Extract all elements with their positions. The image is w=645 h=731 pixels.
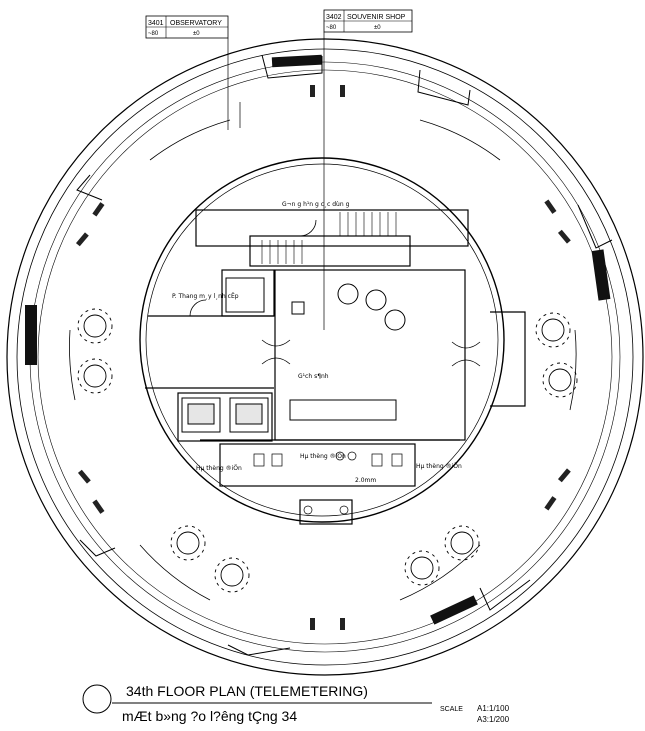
- scale-a3: A3:1/200: [477, 715, 510, 724]
- title-block: 34th FLOOR PLAN (TELEMETERING) mÆt b»ng …: [82, 683, 510, 724]
- tag-number: 3402: [326, 14, 342, 21]
- title-bubble: [82, 684, 112, 714]
- table-bottom-right-2: [404, 550, 440, 586]
- doors: [189, 219, 481, 367]
- outer-walls: [6, 38, 644, 676]
- table-bottom-left-2: [214, 557, 250, 593]
- tag-elev: ±0: [193, 31, 200, 37]
- table-left-1: [77, 308, 113, 344]
- room-tag-observatory: 3401 OBSERVATORY ~80 ±0: [145, 15, 229, 39]
- core-walls: [145, 209, 526, 525]
- perimeter-seats: [75, 85, 571, 630]
- table-bottom-right-1: [444, 525, 480, 561]
- elevators: [181, 277, 269, 433]
- plan-subtitle: mÆt b»ng ?o l?êng tÇng 34: [122, 708, 297, 724]
- core-circle: [139, 157, 505, 523]
- room-tag-souvenir-shop: 3402 SOUVENIR SHOP ~80 ±0: [323, 9, 413, 33]
- dining-tables: [77, 308, 578, 593]
- label-stair-corridor: G¬n g h¹n g c¸c dùn g: [282, 201, 350, 208]
- label-wc-top: Hµ thèng ®iÖn: [300, 453, 346, 460]
- tag-elev: ±0: [374, 25, 381, 31]
- tag-level: ~80: [326, 25, 337, 31]
- label-dimension: 2.0mm: [355, 477, 376, 484]
- table-bottom-left-1: [170, 525, 206, 561]
- tag-level: ~80: [148, 31, 159, 37]
- table-left-2: [77, 358, 113, 394]
- scale-a1: A1:1/100: [477, 704, 510, 713]
- table-right-2: [542, 362, 578, 398]
- leader-lines: [227, 32, 325, 330]
- label-wc-left: Hµ thèng ®iÖn: [196, 465, 242, 472]
- table-right-1: [535, 312, 571, 348]
- room-labels: G¬n g h¹n g c¸c dùn g P. Thang m¸y l¸nh …: [172, 201, 462, 484]
- structural-notches: [76, 54, 613, 656]
- scale-label: SCALE: [440, 706, 463, 713]
- label-lobby: G¹ch s¶nh: [298, 373, 329, 380]
- plan-title: 34th FLOOR PLAN (TELEMETERING): [126, 683, 368, 699]
- glazing-panels: [25, 54, 611, 625]
- restroom-fixtures: [253, 451, 403, 515]
- tag-name: SOUVENIR SHOP: [347, 14, 406, 21]
- stair-treads: [261, 212, 397, 264]
- tag-name: OBSERVATORY: [170, 20, 222, 27]
- gallery-arcs: [69, 119, 577, 601]
- lobby-fixtures: [289, 283, 406, 421]
- label-wc-right: Hµ thèng ®iÖn: [416, 463, 462, 470]
- tag-number: 3401: [148, 20, 164, 27]
- label-equipment-room: P. Thang m¸y l¸nh cÊp: [172, 292, 239, 300]
